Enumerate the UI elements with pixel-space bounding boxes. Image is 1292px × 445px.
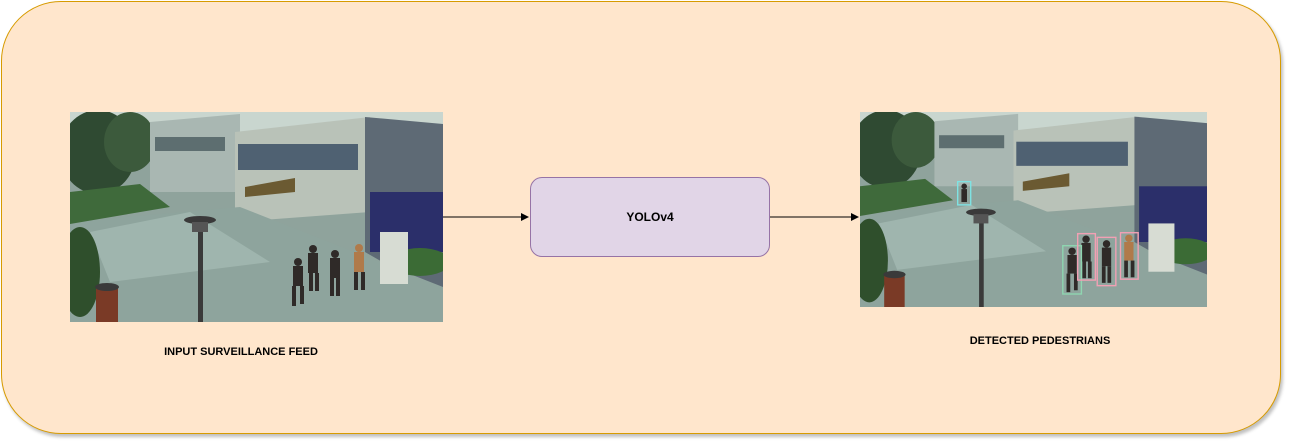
yolov4-model-box: YOLOv4 xyxy=(530,177,770,257)
input-caption: INPUT SURVEILLANCE FEED xyxy=(164,346,318,358)
bbox-pedestrian-4 xyxy=(1119,232,1139,280)
model-label: YOLOv4 xyxy=(626,210,674,224)
output-scene-svg xyxy=(860,112,1207,307)
output-detection-image xyxy=(860,112,1207,307)
bbox-pedestrian-2 xyxy=(1076,232,1097,281)
input-surveillance-image xyxy=(70,112,443,322)
input-scene-svg xyxy=(70,112,443,322)
bbox-pedestrian-5 xyxy=(956,180,972,206)
bbox-pedestrian-3 xyxy=(1096,236,1117,287)
bbox-pedestrian-1 xyxy=(1062,245,1083,295)
output-caption: DETECTED PEDESTRIANS xyxy=(969,335,1111,347)
